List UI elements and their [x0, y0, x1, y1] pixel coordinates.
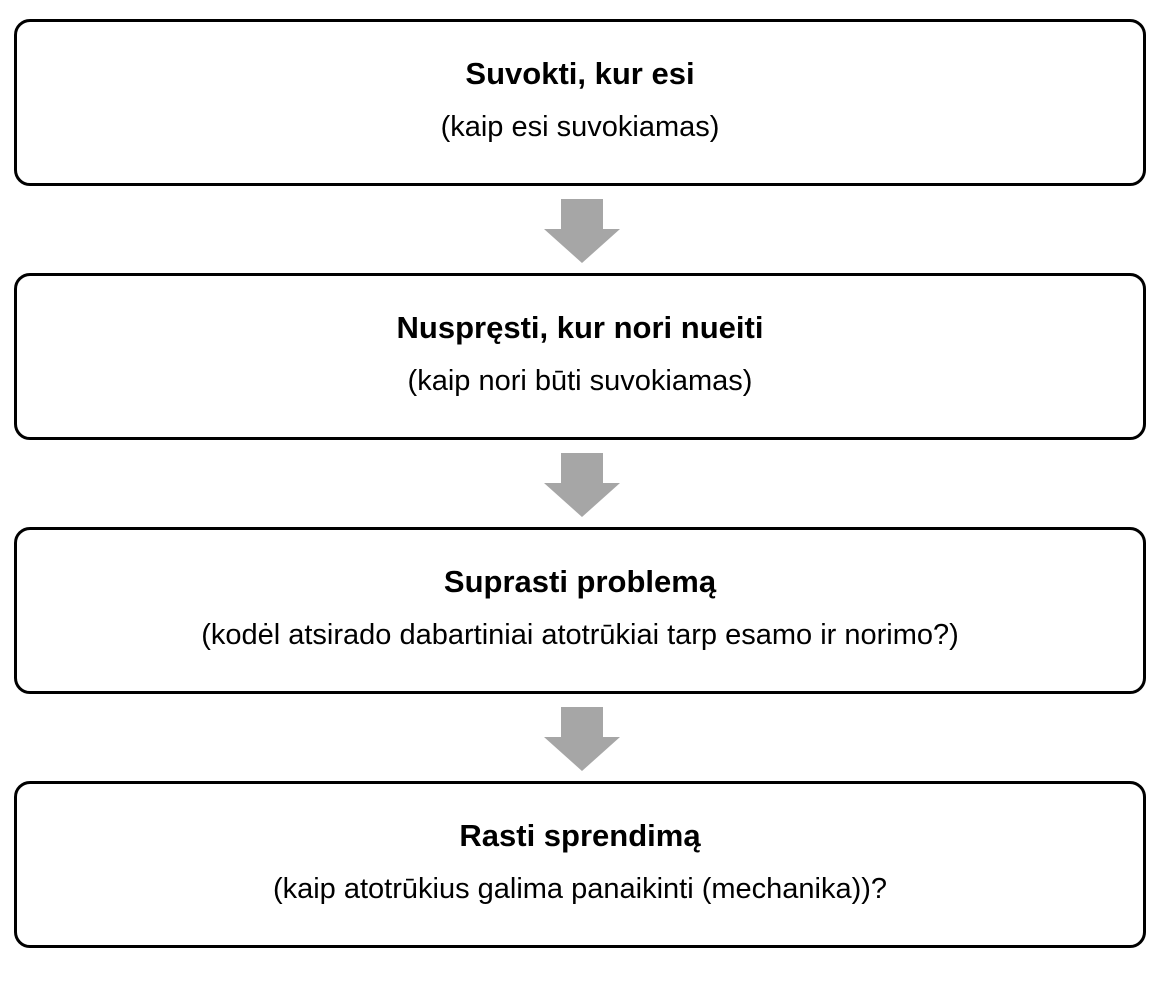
step-box-2: Nuspręsti, kur nori nueiti (kaip nori bū…: [14, 273, 1146, 440]
down-arrow-icon: [544, 199, 620, 263]
step-title: Suprasti problemą: [443, 563, 717, 599]
step-subtitle: (kaip atotrūkius galima panaikinti (mech…: [272, 872, 888, 905]
down-arrow-icon: [544, 453, 620, 517]
step-box-4: Rasti sprendimą (kaip atotrūkius galima …: [14, 781, 1146, 948]
arrow-shape: [544, 707, 620, 771]
step-title: Rasti sprendimą: [459, 817, 701, 853]
step-title: Nuspręsti, kur nori nueiti: [396, 309, 764, 345]
step-subtitle: (kodėl atsirado dabartiniai atotrūkiai t…: [201, 618, 959, 651]
step-box-1: Suvokti, kur esi (kaip esi suvokiamas): [14, 19, 1146, 186]
step-title: Suvokti, kur esi: [465, 55, 695, 91]
down-arrow-icon: [544, 707, 620, 771]
arrow-shape: [544, 199, 620, 263]
step-subtitle: (kaip esi suvokiamas): [440, 110, 720, 143]
step-box-3: Suprasti problemą (kodėl atsirado dabart…: [14, 527, 1146, 694]
step-subtitle: (kaip nori būti suvokiamas): [407, 364, 753, 397]
arrow-shape: [544, 453, 620, 517]
